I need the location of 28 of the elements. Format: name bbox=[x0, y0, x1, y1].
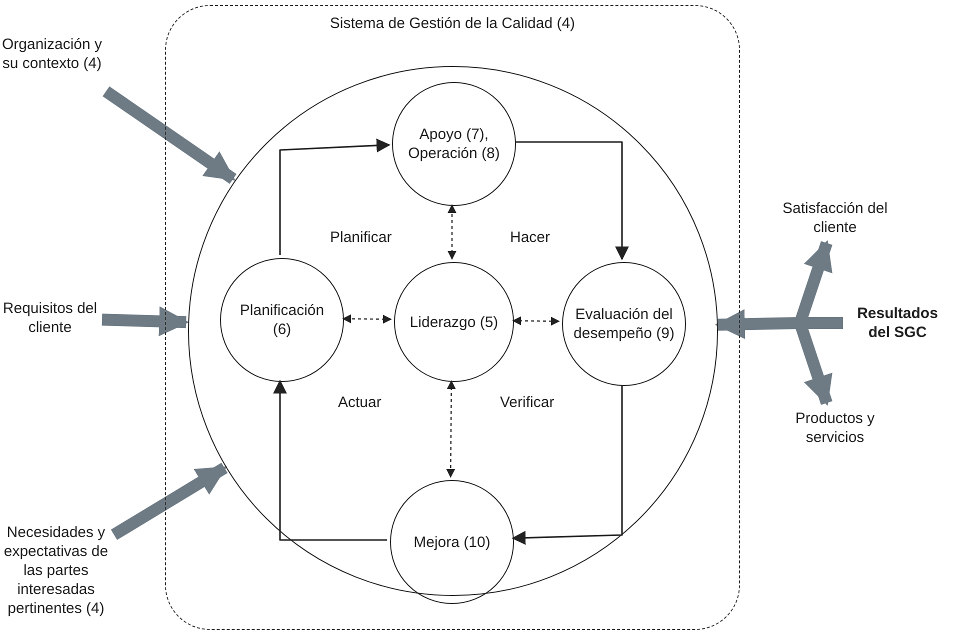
input-label: Organización y su contexto (4) bbox=[0, 8, 104, 100]
arrow bbox=[273, 380, 387, 541]
arrow bbox=[515, 141, 629, 260]
arrow bbox=[110, 462, 228, 540]
phase-label: Actuar bbox=[338, 394, 382, 411]
process-circle: Mejora (10) bbox=[390, 480, 514, 604]
group-title: Sistema de Gestión de la Calidad (4) bbox=[328, 14, 576, 33]
arrow bbox=[102, 86, 236, 184]
process-circle: Evaluación del desempeño (9) bbox=[562, 262, 686, 386]
system-boundary bbox=[165, 5, 740, 630]
process-circle: Liderazgo (5) bbox=[394, 262, 514, 382]
dashed-arrow bbox=[448, 204, 456, 260]
phase-label: Verificar bbox=[500, 394, 554, 411]
dashed-arrow bbox=[512, 316, 560, 326]
output-label: Productos y servicios bbox=[780, 405, 890, 451]
process-circle: Apoyo (7), Operación (8) bbox=[392, 82, 516, 206]
arrow bbox=[102, 306, 190, 336]
output-heading: Resultados del SGC bbox=[845, 300, 950, 346]
process-circle: Planificación (6) bbox=[220, 258, 344, 382]
phase-label: Planificar bbox=[330, 229, 392, 246]
dashed-arrow bbox=[342, 314, 392, 324]
output-label: Satisfacción del cliente bbox=[780, 195, 890, 241]
arrow bbox=[512, 385, 623, 545]
arrow bbox=[279, 138, 390, 255]
input-label: Requisitos del cliente bbox=[0, 296, 100, 340]
dashed-arrow bbox=[446, 380, 456, 478]
input-label: Necesidades y expectativas de las partes interesadas pertinentes (4) bbox=[0, 505, 112, 635]
phase-label: Hacer bbox=[510, 229, 550, 246]
